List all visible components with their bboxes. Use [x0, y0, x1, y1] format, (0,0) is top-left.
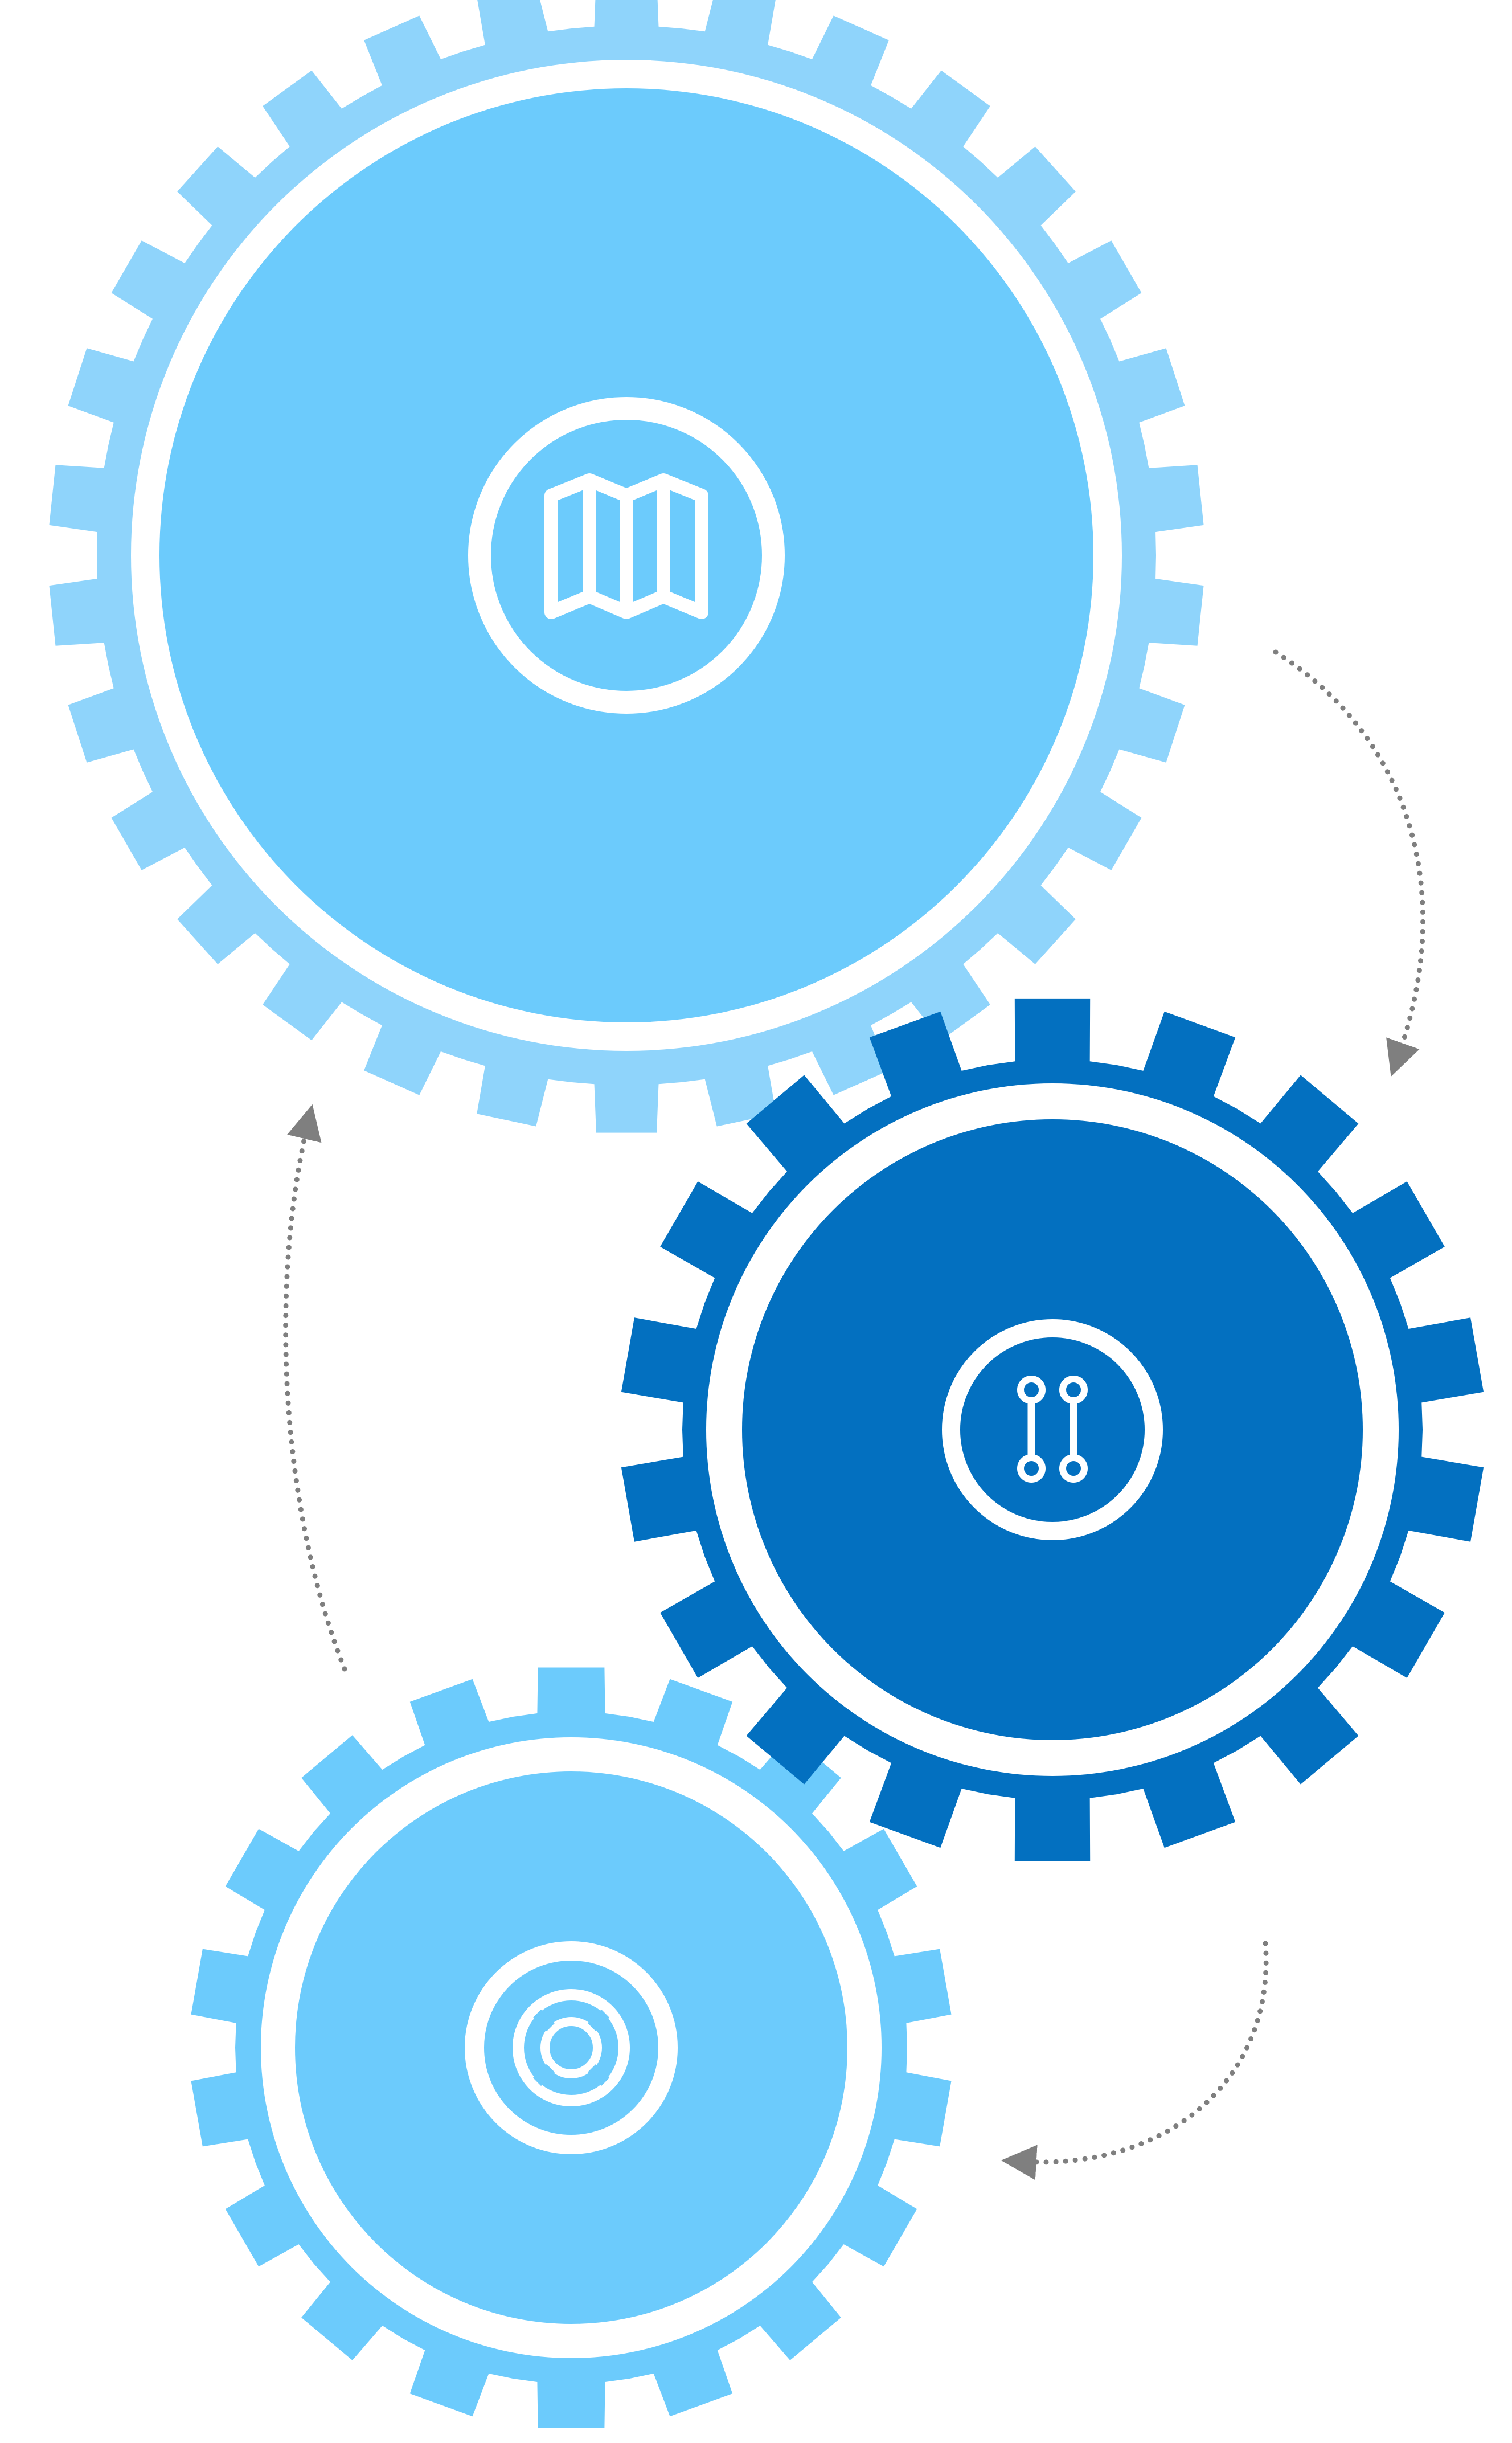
gear-lifebuoy: [191, 1667, 952, 2428]
gear-connector-face: [742, 1119, 1363, 1740]
connector-icon: [942, 1319, 1163, 1540]
gear-map: [49, 0, 1204, 1133]
gear-lifebuoy-face: [295, 1771, 847, 2324]
arrow-connector-to-lifebuoy: [1001, 1941, 1269, 2180]
arrow-map-to-connector: [1273, 649, 1425, 1077]
lifebuoy-icon: [465, 1941, 678, 2154]
map-icon: [468, 397, 785, 714]
arrow-lifebuoy-to-map: [283, 1104, 347, 1672]
gear-connector: [621, 998, 1484, 1861]
